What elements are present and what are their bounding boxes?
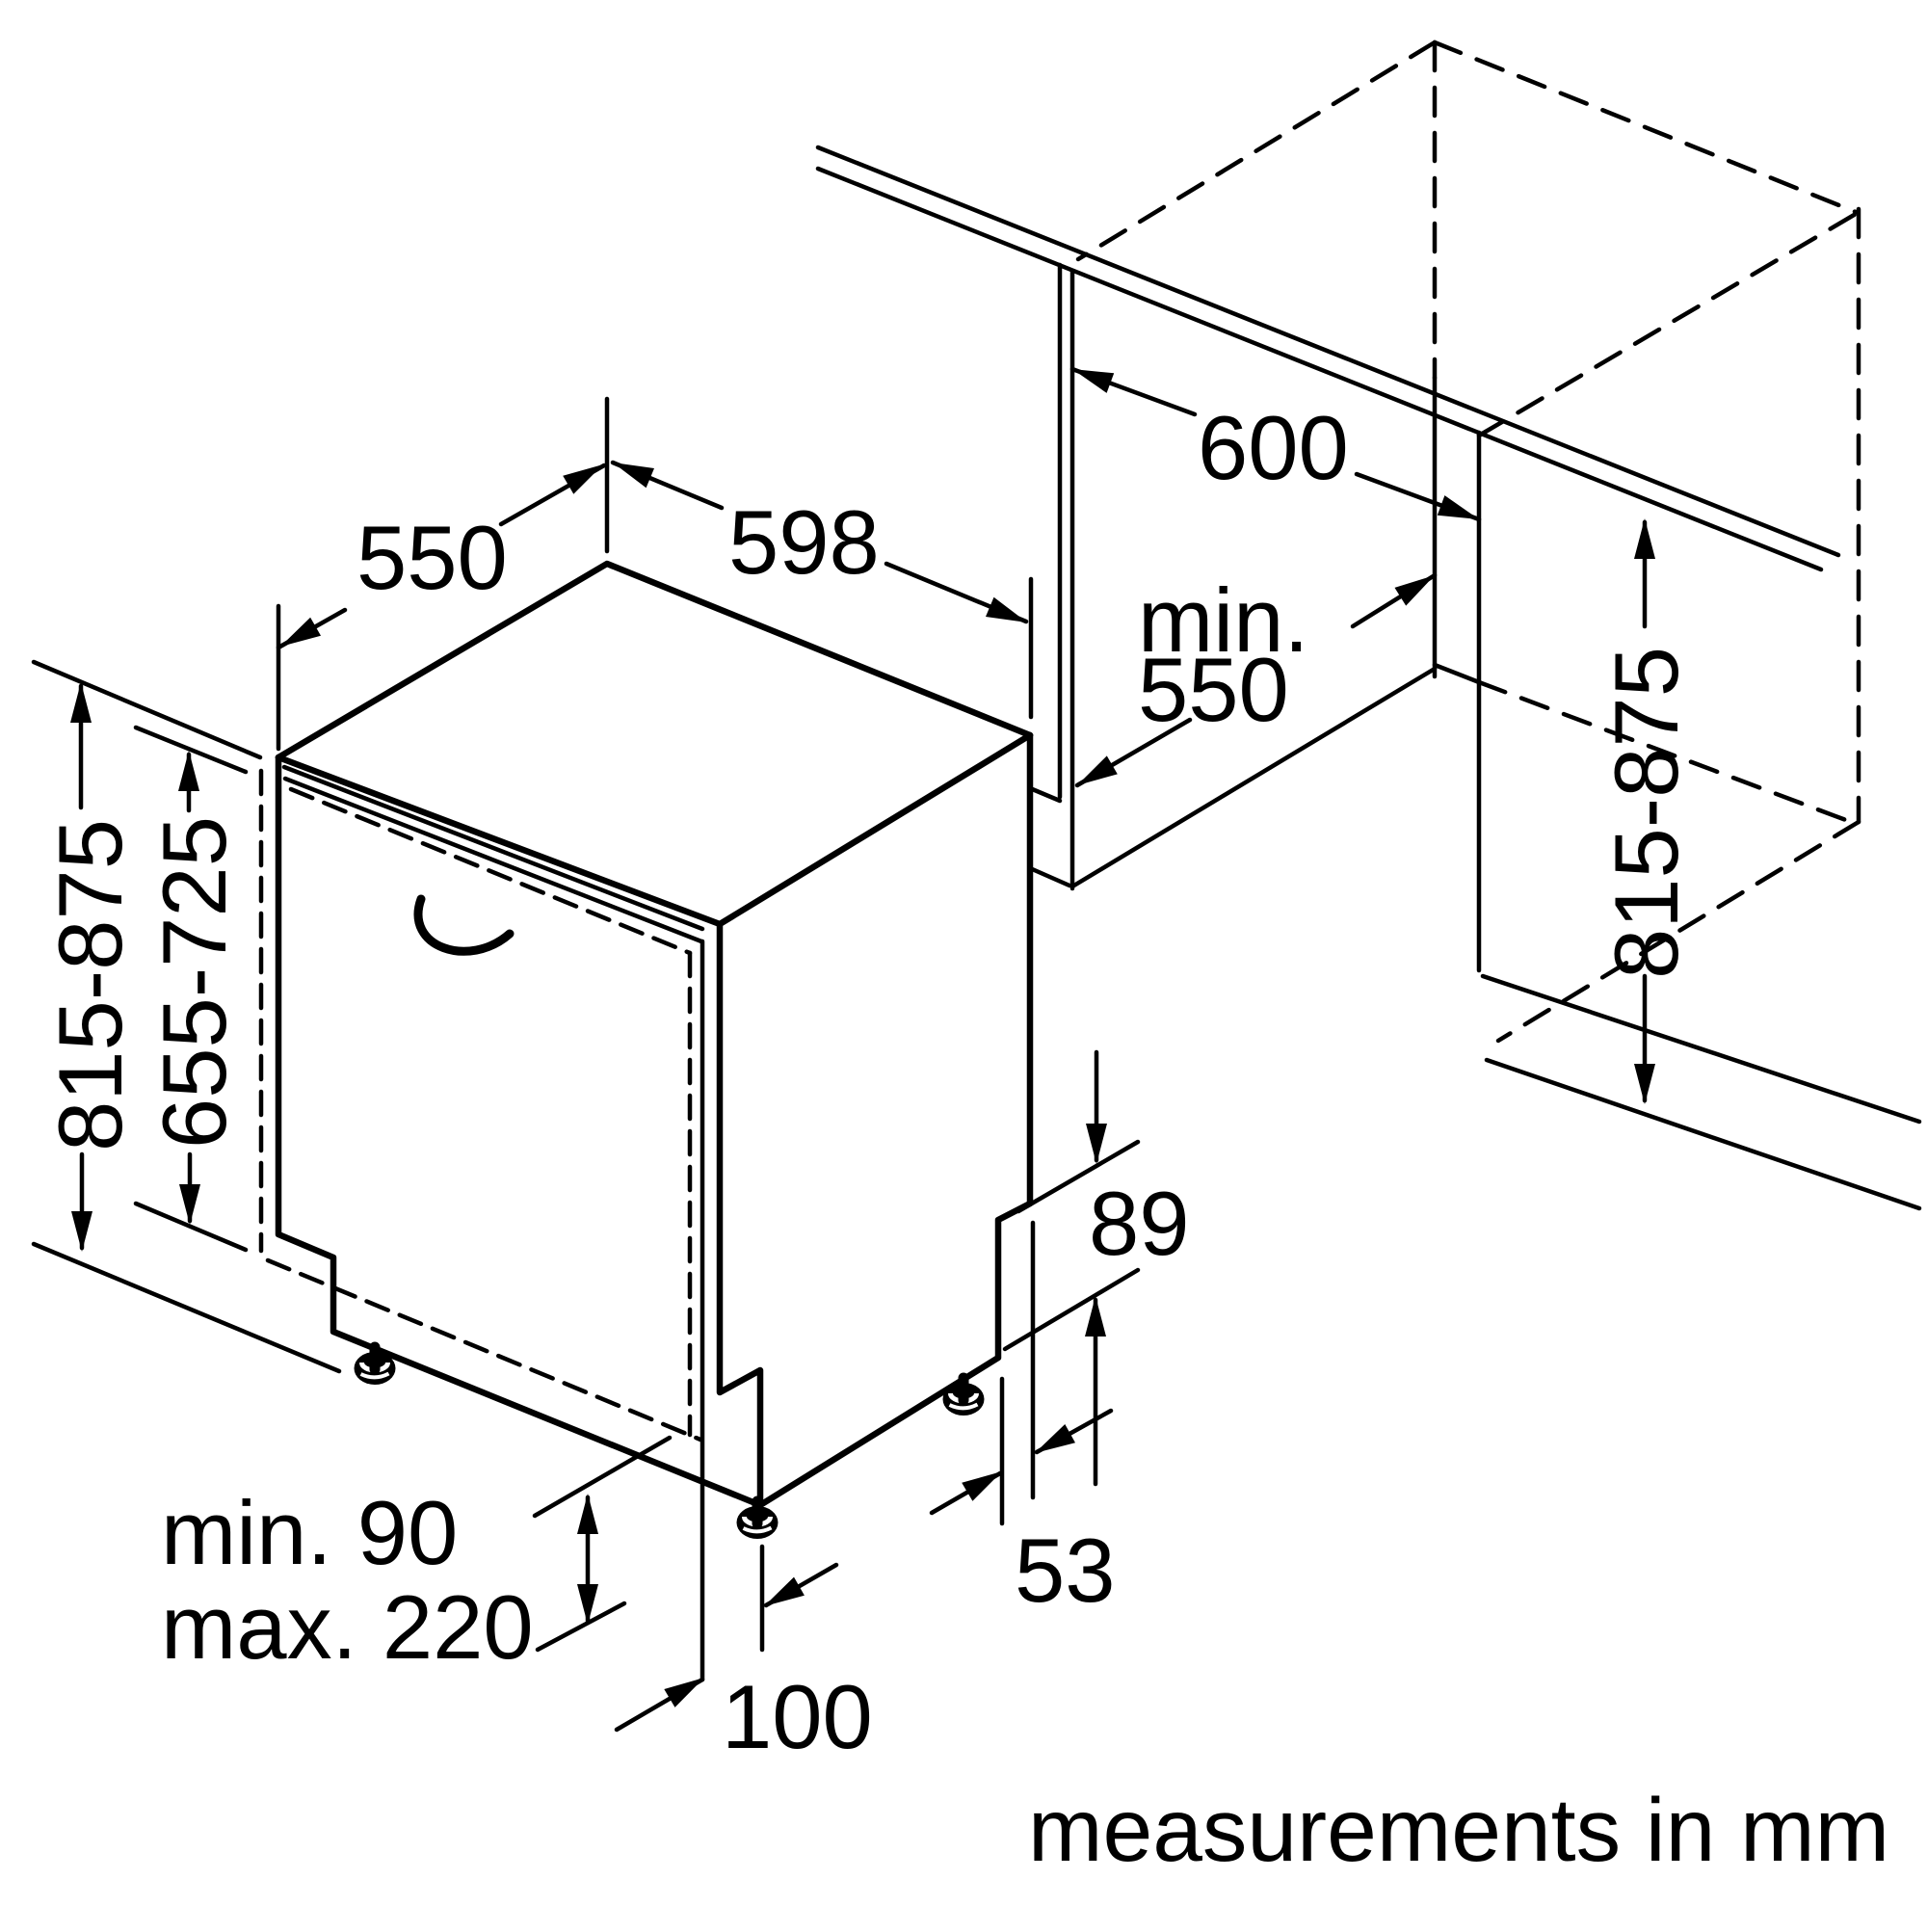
svg-text:550: 550 [356,507,508,608]
svg-text:655-725: 655-725 [144,816,245,1149]
svg-text:min.: min. [1138,569,1309,671]
svg-text:89: 89 [1089,1173,1190,1274]
svg-text:53: 53 [1015,1520,1116,1621]
svg-text:max. 220: max. 220 [161,1576,534,1678]
svg-text:598: 598 [728,491,880,593]
svg-text:815-875: 815-875 [40,819,141,1151]
svg-text:100: 100 [722,1666,873,1767]
svg-text:measurements in mm: measurements in mm [1028,1780,1889,1880]
svg-text:550: 550 [1138,639,1289,740]
svg-text:815-875: 815-875 [1596,647,1697,979]
svg-text:min. 90: min. 90 [161,1482,458,1583]
svg-text:600: 600 [1198,397,1349,498]
